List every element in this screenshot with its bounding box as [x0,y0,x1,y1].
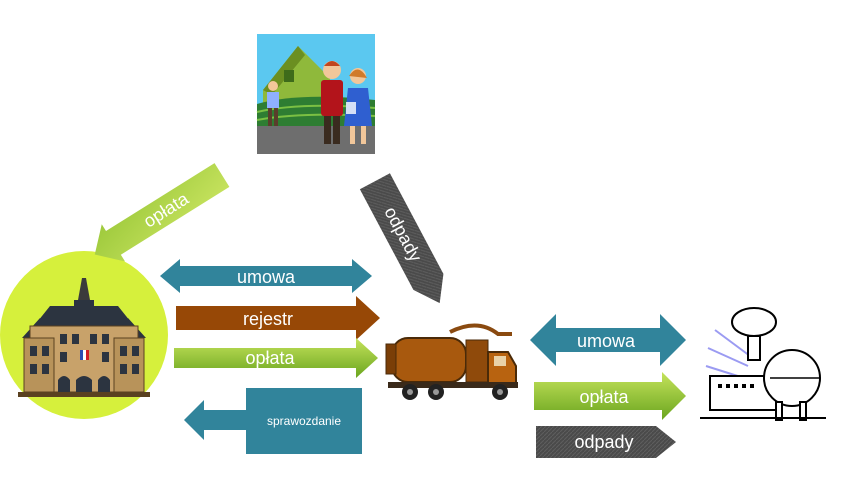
arrow-contract-truck-plant: umowa [530,314,686,366]
family-house-icon [256,34,376,154]
household-picture [256,34,376,154]
arrow-register: rejestr [176,296,380,340]
label-fee-plant: opłata [579,387,629,407]
arrow-fee-truck-to-plant: opłata [534,372,686,420]
city-hall-icon [18,278,150,397]
arrow-contract-cityhall-truck: umowa [160,259,372,293]
arrow-waste-truck-to-plant: odpady [536,426,676,458]
label-waste-plant: odpady [574,432,633,452]
label-report: sprawozdanie [267,414,341,428]
label-fee-cityhall: opłata [245,348,295,368]
label-contract-cityhall: umowa [237,267,296,287]
label-contract-plant: umowa [577,331,636,351]
garbage-truck-icon [385,323,518,400]
arrow-report: sprawozdanie [184,388,362,454]
arrow-waste-household-to-truck: odpady [359,173,444,304]
treatment-plant-icon [700,307,826,421]
label-register: rejestr [243,309,293,329]
arrow-fee-household-to-cityhall: opłata [94,163,230,262]
arrow-fee-cityhall-to-truck: opłata [174,338,378,378]
city-hall-picture [0,251,168,419]
